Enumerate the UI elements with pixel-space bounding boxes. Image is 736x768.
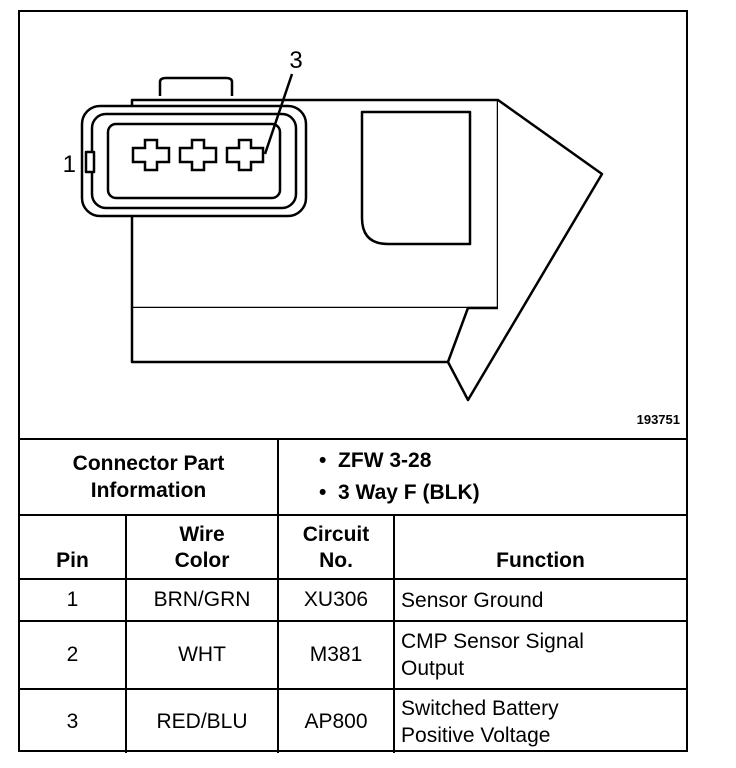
diagram-frame: 3 1 193751 Connector Part Information • … [18, 10, 688, 753]
cell-wire-color: BRN/GRN [124, 578, 280, 622]
cell-circuit: AP800 [277, 688, 396, 753]
table-header-row: Pin Wire Color Circuit No. Function [20, 514, 686, 580]
connector-table: Connector Part Information • ZFW 3-28 • … [20, 438, 686, 753]
cell-pin: 1 [20, 578, 127, 622]
pin-label-top: 3 [289, 47, 302, 74]
connector-side-tab [84, 150, 96, 174]
pin-label-left: 1 [63, 151, 76, 178]
header-function: Function [393, 514, 686, 580]
connector-info-item: • 3 Way F (BLK) [319, 481, 480, 504]
sensor-window [360, 110, 472, 246]
cell-function: CMP Sensor Signal Output [393, 620, 686, 690]
header-wire-color: Wire Color [124, 514, 280, 580]
cell-circuit: XU306 [277, 578, 396, 622]
terminal-cavities [131, 138, 265, 172]
cell-wire-color: WHT [124, 620, 280, 690]
header-pin: Pin [20, 514, 127, 580]
cell-pin: 3 [20, 688, 127, 753]
cell-function: Switched Battery Positive Voltage [393, 688, 686, 753]
connector-info-row: Connector Part Information • ZFW 3-28 • … [20, 438, 686, 516]
figure-number: 193751 [636, 412, 680, 427]
connector-illustration: 3 1 [63, 47, 604, 402]
pin3-leader-line [263, 73, 294, 155]
connector-info-item: • ZFW 3-28 [319, 449, 432, 472]
cell-function: Sensor Ground [393, 578, 686, 622]
sensor-base [130, 307, 470, 364]
terminal-1 [131, 138, 171, 172]
table-row: 3 RED/BLU AP800 Switched Battery Positiv… [20, 688, 686, 753]
cell-circuit: M381 [277, 620, 396, 690]
sensor-bracket [446, 98, 604, 402]
table-row: 2 WHT M381 CMP Sensor Signal Output [20, 620, 686, 690]
connector-info-items: • ZFW 3-28 • 3 Way F (BLK) [277, 438, 686, 516]
table-row: 1 BRN/GRN XU306 Sensor Ground [20, 578, 686, 622]
cell-pin: 2 [20, 620, 127, 690]
header-circuit: Circuit No. [277, 514, 396, 580]
terminal-2 [178, 138, 218, 172]
terminal-3 [225, 138, 265, 172]
connector-info-label: Connector Part Information [20, 438, 280, 516]
cell-wire-color: RED/BLU [124, 688, 280, 753]
connector-drawing: 3 1 193751 [20, 12, 686, 437]
connector-latch [158, 76, 234, 96]
